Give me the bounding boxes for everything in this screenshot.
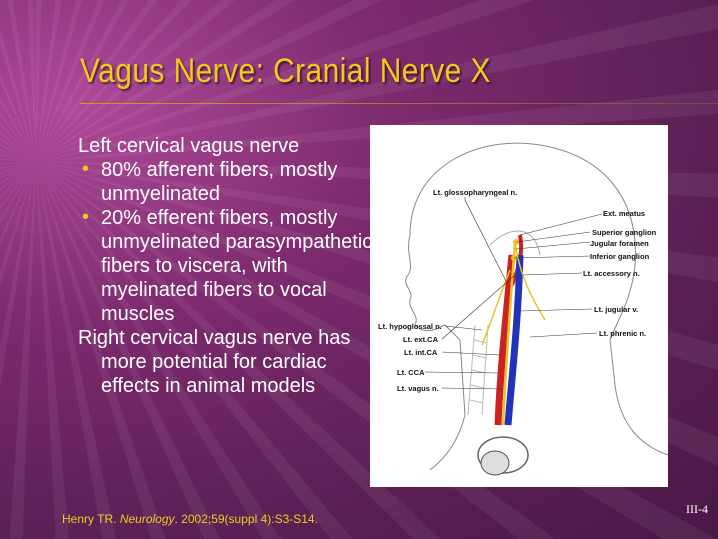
bullet-icon: •: [82, 158, 90, 180]
label-vagus-nerve: Lt. vagus n.: [397, 384, 439, 393]
citation-journal: Neurology: [119, 512, 175, 526]
neck-anatomy-illustration: Lt. glossopharyngeal n. Ext. meatus Supe…: [378, 142, 668, 476]
label-hypoglossal-nerve: Lt. hypoglossal n.: [378, 322, 442, 331]
carotid-artery: [494, 254, 516, 426]
title-divider: [80, 103, 718, 104]
page-number: III-4: [686, 502, 708, 516]
label-glossopharyngeal: Lt. glossopharyngeal n.: [433, 188, 517, 197]
superior-ganglion-marker: [513, 239, 519, 245]
label-jugular-foramen: Jugular foramen: [590, 239, 649, 248]
bullet-text: 20% efferent fibers, mostly unmyelinated…: [101, 207, 373, 325]
bullet-icon: •: [82, 206, 90, 228]
bullet-text: 80% afferent fibers, mostly unmyelinated: [101, 159, 338, 205]
head-outline: [409, 142, 668, 456]
label-leaders: [424, 197, 603, 390]
slide-body: Left cervical vagus nerve • 80% afferent…: [78, 134, 378, 398]
left-heading: Left cervical vagus nerve: [78, 135, 300, 157]
bullet-item: • 80% afferent fibers, mostly unmyelinat…: [78, 158, 378, 206]
label-inferior-ganglion: Inferior ganglion: [590, 252, 650, 261]
jugular-vein: [504, 254, 524, 426]
label-common-carotid: Lt. CCA: [397, 368, 425, 377]
heart-region: [480, 450, 510, 476]
right-paragraph: Right cervical vagus nerve has more pote…: [78, 327, 351, 397]
bullet-item: • 20% efferent fibers, mostly unmyelinat…: [78, 206, 378, 326]
citation: Henry TR. Neurology. 2002;59(suppl 4):S3…: [62, 512, 318, 526]
hypoglossal-nerve: [481, 269, 511, 346]
slide-title: Vagus Nerve: Cranial Nerve X: [80, 52, 491, 90]
trachea: [467, 324, 489, 416]
label-jugular-vein: Lt. jugular v.: [594, 305, 638, 314]
label-external-carotid: Lt. ext.CA: [403, 335, 439, 344]
face-profile-outline: [405, 234, 466, 471]
citation-author: Henry TR.: [62, 512, 117, 526]
label-phrenic-nerve: Lt. phrenic n.: [599, 329, 646, 338]
label-superior-ganglion: Superior ganglion: [592, 228, 657, 237]
label-accessory-nerve: Lt. accessory n.: [583, 269, 640, 278]
label-ext-meatus: Ext. meatus: [603, 209, 645, 218]
label-internal-carotid: Lt. int.CA: [404, 348, 438, 357]
vagus-anatomy-figure: Lt. glossopharyngeal n. Ext. meatus Supe…: [370, 125, 668, 487]
accessory-nerve: [514, 242, 546, 321]
vagus-nerve: [501, 242, 517, 426]
citation-details: . 2002;59(suppl 4):S3-S14.: [174, 512, 318, 526]
bullet-list: • 80% afferent fibers, mostly unmyelinat…: [78, 158, 378, 326]
